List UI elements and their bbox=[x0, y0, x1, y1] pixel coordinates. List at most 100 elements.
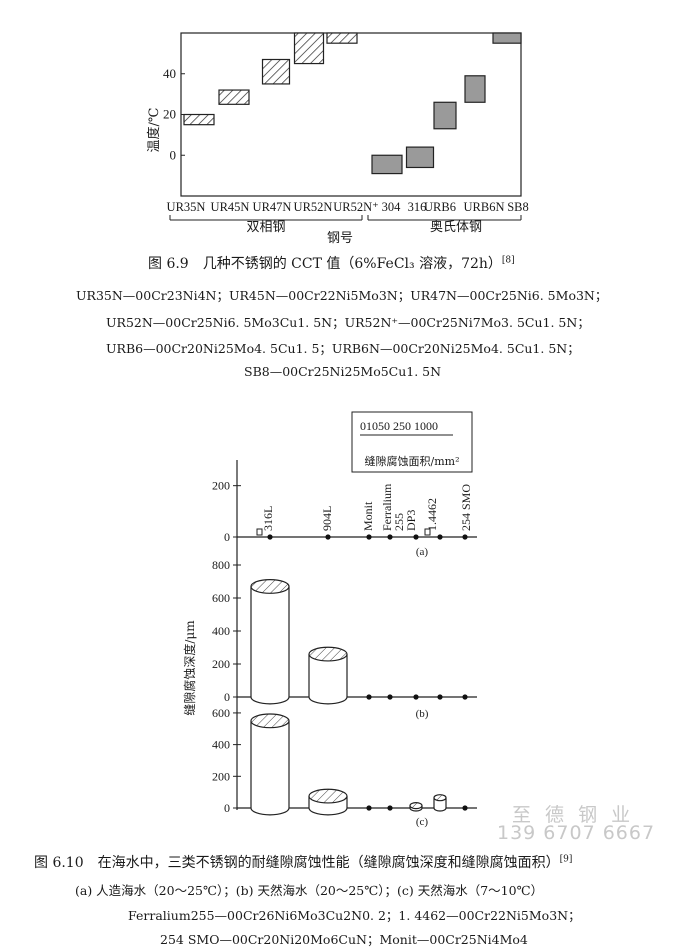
fig69-note-2: UR52N—00Cr25Ni6. 5Mo3Cu1. 5N；UR52N⁺—00Cr… bbox=[106, 315, 590, 330]
fig610-zero-dot bbox=[437, 694, 443, 700]
fig610-zero-dot bbox=[387, 694, 393, 700]
fig610-zero-dot bbox=[437, 534, 443, 540]
fig610-zero-dot bbox=[325, 534, 331, 540]
fig610-area-marker bbox=[424, 528, 431, 536]
fig610-caption-ref: [9] bbox=[559, 854, 573, 865]
fig69-xtick-label: SB8 bbox=[507, 200, 529, 214]
fig69-xtick-label: UR52N bbox=[294, 200, 333, 214]
fig610-caption: 图 6.10 在海水中，三类不锈钢的耐缝隙腐蚀性能（缝隙腐蚀深度和缝隙腐蚀面积）… bbox=[34, 852, 572, 872]
fig69-bar-UR52N bbox=[293, 32, 325, 65]
fig69-xtick-label: UR35N bbox=[167, 200, 206, 214]
fig69-bar-UR45N bbox=[218, 89, 250, 105]
fig69-group-label-austenitic: 奥氏体钢 bbox=[430, 220, 482, 235]
fig610-ytick-label: 200 bbox=[212, 657, 230, 671]
fig69-y-axis: 40 20 0 bbox=[163, 66, 185, 162]
fig610-zero-dot bbox=[366, 694, 372, 700]
fig610-zero-dot bbox=[366, 805, 372, 811]
fig69-xtick-label: 316 bbox=[408, 200, 427, 214]
fig610-category-label: 255 bbox=[392, 513, 406, 531]
fig610-ylabel: 缝隙腐蚀深度/μm bbox=[182, 620, 197, 716]
fig610-ytick-label: 400 bbox=[212, 738, 230, 752]
fig69-xlabel: 钢号 bbox=[327, 231, 353, 246]
fig610-ytick-label: 200 bbox=[212, 479, 230, 493]
fig610-cylinder-top bbox=[250, 579, 290, 594]
fig69-caption-text: 图 6.9 几种不锈钢的 CCT 值（6%FeCl₃ 溶液，72h） bbox=[148, 256, 502, 272]
fig69-group-austenitic: 奥氏体钢 bbox=[367, 215, 522, 235]
fig610-cylinder-top bbox=[250, 713, 290, 729]
fig610-category-label: 1.4462 bbox=[425, 498, 439, 531]
fig69-bars bbox=[183, 32, 522, 175]
fig69-xtick-label: URB6N bbox=[464, 200, 505, 214]
fig69-bar-UR52N⁺ bbox=[326, 32, 358, 44]
fig610-zero-dot bbox=[462, 694, 468, 700]
fig610-cylinder-body bbox=[250, 586, 290, 705]
fig610-legend-title: 缝隙腐蚀面积/mm² bbox=[365, 454, 460, 468]
fig610-ytick-label: 0 bbox=[224, 801, 230, 815]
fig69-note-4: SB8—00Cr25Ni25Mo5Cu1. 5N bbox=[244, 364, 442, 379]
fig610-panel-label: (c) bbox=[416, 816, 429, 828]
fig610-caption-text: 图 6.10 在海水中，三类不锈钢的耐缝隙腐蚀性能（缝隙腐蚀深度和缝隙腐蚀面积） bbox=[34, 855, 560, 871]
fig610-cylinder-body bbox=[250, 720, 290, 816]
fig610-ytick-label: 600 bbox=[212, 591, 230, 605]
fig69-plot-frame bbox=[180, 32, 522, 197]
fig610-note-3: 254 SMO—00Cr20Ni20Mo6CuN；Monit—00Cr25Ni4… bbox=[160, 932, 528, 947]
fig69-caption-ref: [8] bbox=[501, 255, 515, 266]
fig610-zero-dot bbox=[462, 805, 468, 811]
fig69-xtick-label: UR45N bbox=[211, 200, 250, 214]
fig610-note-1: (a) 人造海水（20～25℃）；(b) 天然海水（20～25℃）；(c) 天然… bbox=[75, 883, 544, 898]
fig610-note-2: Ferralium255—00Cr26Ni6Mo3Cu2N0. 2；1. 446… bbox=[128, 908, 581, 923]
fig610-ytick-label: 0 bbox=[224, 690, 230, 704]
fig69-note-1: UR35N—00Cr23Ni4N；UR45N—00Cr22Ni5Mo3N；UR4… bbox=[76, 288, 608, 303]
fig69-ylabel: 温度/℃ bbox=[146, 108, 162, 153]
fig610-panel-label: (b) bbox=[416, 708, 429, 720]
fig610-panel-label: (a) bbox=[416, 546, 429, 558]
fig610-zero-dot bbox=[413, 534, 419, 540]
fig610-ytick-label: 800 bbox=[212, 558, 230, 572]
fig610-legend-scale: 01050 250 1000 bbox=[360, 419, 438, 433]
fig610-cylinder-body bbox=[308, 654, 348, 705]
fig69-ytick-label: 20 bbox=[163, 107, 176, 122]
fig69-ytick-label: 0 bbox=[170, 147, 177, 162]
fig610-ytick-label: 0 bbox=[224, 530, 230, 544]
fig610-area-marker bbox=[256, 528, 263, 536]
fig610-category-label: Monit bbox=[361, 501, 375, 531]
fig610-cylinder-top bbox=[433, 794, 447, 802]
fig69-group-label-duplex: 双相钢 bbox=[246, 220, 285, 235]
fig610-zero-dot bbox=[462, 534, 468, 540]
fig69-xtick-label: UR52N⁺ bbox=[333, 200, 379, 214]
fig69-xtick-label: URB6 bbox=[424, 200, 456, 214]
fig610-zero-dot bbox=[387, 805, 393, 811]
fig69-bar-URB6N bbox=[464, 75, 486, 103]
fig610-cylinder-top bbox=[308, 788, 348, 804]
fig610-cylinder-top bbox=[409, 802, 423, 810]
fig610-zero-dot bbox=[413, 694, 419, 700]
fig69-note-3: URB6—00Cr20Ni25Mo4. 5Cu1. 5；URB6N—00Cr20… bbox=[106, 341, 580, 356]
fig610-chart: 01050 250 1000 缝隙腐蚀面积/mm² 200 0 (a) 316L 904… bbox=[182, 411, 477, 828]
fig610-category-label: 254 SMO bbox=[459, 484, 473, 531]
fig69-ytick-label: 40 bbox=[163, 66, 176, 81]
fig610-zero-dot bbox=[387, 534, 393, 540]
fig610-ytick-label: 200 bbox=[212, 769, 230, 783]
fig69-xtick-label: 304 bbox=[382, 200, 402, 214]
fig610-category-label: Ferralium bbox=[380, 483, 394, 531]
fig69-group-duplex: 双相钢 bbox=[169, 215, 363, 235]
fig610-zero-dot bbox=[267, 534, 273, 540]
fig610-category-label: 904L bbox=[320, 506, 334, 531]
fig610-ytick-label: 600 bbox=[212, 706, 230, 720]
fig610-cylinder-top bbox=[308, 646, 348, 662]
fig610-zero-dot bbox=[366, 534, 372, 540]
fig610-category-label: DP3 bbox=[404, 510, 418, 531]
fig69-bar-SB8 bbox=[492, 32, 522, 44]
fig69-bar-304 bbox=[371, 154, 403, 175]
fig69-bar-UR35N bbox=[183, 113, 215, 126]
fig69-xtick-label: UR47N bbox=[253, 200, 292, 214]
fig69-bar-316 bbox=[405, 146, 435, 169]
fig610-category-label: 316L bbox=[261, 506, 275, 531]
fig610-ytick-label: 400 bbox=[212, 624, 230, 638]
watermark-company: 至 德 钢 业 bbox=[512, 804, 635, 826]
fig69-bar-UR47N bbox=[261, 58, 291, 85]
fig610-legend: 01050 250 1000 缝隙腐蚀面积/mm² bbox=[351, 411, 473, 473]
